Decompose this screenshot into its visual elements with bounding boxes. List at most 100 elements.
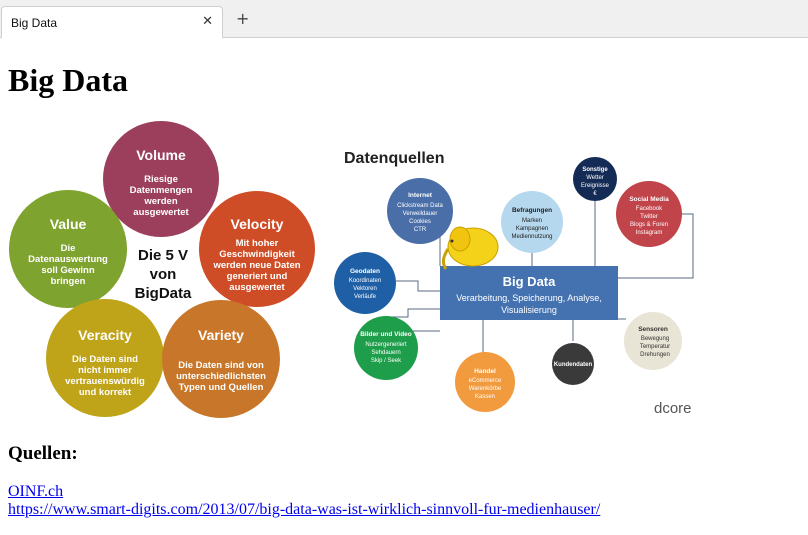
node-sensoren: Sensoren Bewegung Temperatur Drehungen: [624, 312, 682, 370]
node-title: Sonstige: [582, 167, 608, 173]
node-title: Sensoren: [638, 326, 668, 333]
source-links: OINF.ch https://www.smart-digits.com/201…: [8, 483, 600, 519]
link-smart-digits[interactable]: https://www.smart-digits.com/2013/07/big…: [8, 501, 601, 518]
node-line: Temperatur: [640, 344, 670, 350]
node-title: Kundendaten: [554, 362, 593, 368]
bubble-line: werden: [143, 196, 177, 207]
node-line: Marken: [522, 218, 542, 224]
bubble-line: werden neue Daten: [212, 260, 300, 271]
bubble-line: ausgewertet: [133, 207, 189, 218]
connector: [391, 308, 440, 318]
node-line: Facebook: [636, 206, 663, 212]
center-line: Die 5 V: [138, 247, 188, 264]
node-line: Sehdauern: [371, 350, 400, 356]
bubble-line: soll Gewinn: [41, 265, 95, 276]
elephant-eye: [450, 239, 454, 243]
node-line: Mediennutzung: [511, 234, 552, 240]
bubble-line: Datenauswertung: [28, 254, 108, 265]
node-line: Wetter: [586, 175, 604, 181]
plus-icon[interactable]: +: [236, 9, 250, 28]
bubble-velocity-circle: [199, 191, 315, 307]
node-circle: [354, 316, 418, 380]
node-geodaten: Geodaten Koordinaten Vektoren Verläufe: [334, 252, 396, 314]
big-data-box: [440, 266, 618, 320]
bubble-line: unterschiedlichsten: [176, 371, 266, 382]
bubble-line: vertrauenswürdig: [65, 376, 145, 387]
node-line: Skip / Seek: [371, 358, 402, 364]
node-line: Warenkörbe: [469, 386, 502, 392]
bubble-volume-circle: [103, 121, 219, 237]
node-line: CTR: [414, 227, 427, 233]
bubble-line: Typen und Quellen: [179, 382, 264, 393]
bubble-line: ausgewertet: [229, 282, 285, 293]
bubble-line: generiert und: [227, 271, 288, 282]
bubble-veracity-circle: [46, 299, 164, 417]
node-befragungen: Befragungen Marken Kampagnen Mediennutzu…: [501, 191, 563, 253]
node-handel: Handel eCommerce Warenkörbe Kassen: [455, 352, 515, 412]
bubble-line: Die Daten sind: [72, 354, 138, 365]
center-label: Die 5 V von BigData: [135, 247, 192, 302]
node-line: Kampagnen: [516, 226, 548, 232]
bubble-line: Mit hoher: [236, 238, 279, 249]
node-line: Koordinaten: [349, 278, 381, 284]
bubble-veracity: Veracity Die Daten sind nicht immer vert…: [46, 299, 164, 417]
node-line: Instagram: [636, 230, 663, 236]
elephant-ear: [449, 226, 471, 252]
node-line: Drehungen: [640, 352, 670, 358]
bubble-line: Die Daten sind von: [178, 360, 264, 371]
node-sonstige: Sonstige Wetter Ereignisse €: [573, 157, 617, 201]
node-title: Handel: [474, 368, 496, 375]
node-line: eCommerce: [469, 378, 502, 384]
node-title: Bilder und Video: [360, 331, 412, 338]
close-icon[interactable]: ✕: [202, 14, 213, 29]
big-data-line: Visualisierung: [501, 305, 557, 315]
node-line: Verläufe: [354, 294, 377, 300]
bubble-line: Riesige: [144, 174, 178, 185]
node-line: €: [593, 191, 597, 197]
bubble-value-circle: [9, 190, 127, 308]
node-circle: [455, 352, 515, 412]
bubble-title: Variety: [198, 327, 244, 343]
bubble-line: Datenmengen: [130, 185, 193, 196]
link-oinf[interactable]: OINF.ch: [8, 483, 64, 500]
bubble-line: bringen: [51, 276, 86, 287]
node-circle: [387, 178, 453, 244]
node-title: Geodaten: [350, 268, 380, 275]
bubble-line: Die: [61, 243, 76, 254]
node-kundendaten: Kundendaten: [552, 343, 594, 385]
bubble-variety-circle: [162, 300, 280, 418]
node-line: Clickstream Data: [397, 203, 443, 209]
bubble-line: und korrekt: [79, 387, 132, 398]
node-internet: Internet Clickstream Data Verweildauer C…: [387, 178, 453, 244]
page-title: Big Data: [8, 62, 128, 98]
elephant-icon: [441, 226, 499, 270]
node-circle: [334, 252, 396, 314]
node-circle: [573, 157, 617, 201]
node-social-media: Social Media Facebook Twitter Blogs & Fo…: [616, 181, 682, 247]
node-title: Befragungen: [512, 207, 552, 214]
dcore-logo: dcore: [654, 400, 692, 417]
node-circle: [501, 191, 563, 253]
bubble-value: Value Die Datenauswertung soll Gewinn br…: [9, 190, 127, 308]
diagram-title: Datenquellen: [344, 150, 444, 167]
node-line: Twitter: [640, 214, 658, 220]
node-line: Verweildauer: [403, 211, 438, 217]
bubble-title: Volume: [136, 147, 186, 163]
center-line: BigData: [135, 285, 192, 302]
connector: [396, 280, 440, 292]
bubble-velocity: Velocity Mit hoher Geschwindigkeit werde…: [199, 191, 315, 307]
bubble-title: Veracity: [78, 327, 132, 343]
node-line: Bewegung: [641, 336, 669, 342]
browser-tab[interactable]: Big Data ✕: [1, 6, 223, 38]
node-title: Social Media: [629, 196, 669, 203]
bubble-volume: Volume Riesige Datenmengen werden ausgew…: [103, 121, 219, 237]
node-title: Internet: [408, 192, 433, 199]
elephant-trunk: [441, 248, 450, 270]
node-line: Ereignisse: [581, 183, 610, 189]
bubble-line: nicht immer: [78, 365, 132, 376]
five-v-diagram: Volume Riesige Datenmengen werden ausgew…: [9, 121, 315, 418]
node-line: Cookies: [409, 219, 431, 225]
node-circle: [616, 181, 682, 247]
big-data-line: Verarbeitung, Speicherung, Analyse,: [456, 293, 602, 303]
connector: [618, 213, 694, 279]
